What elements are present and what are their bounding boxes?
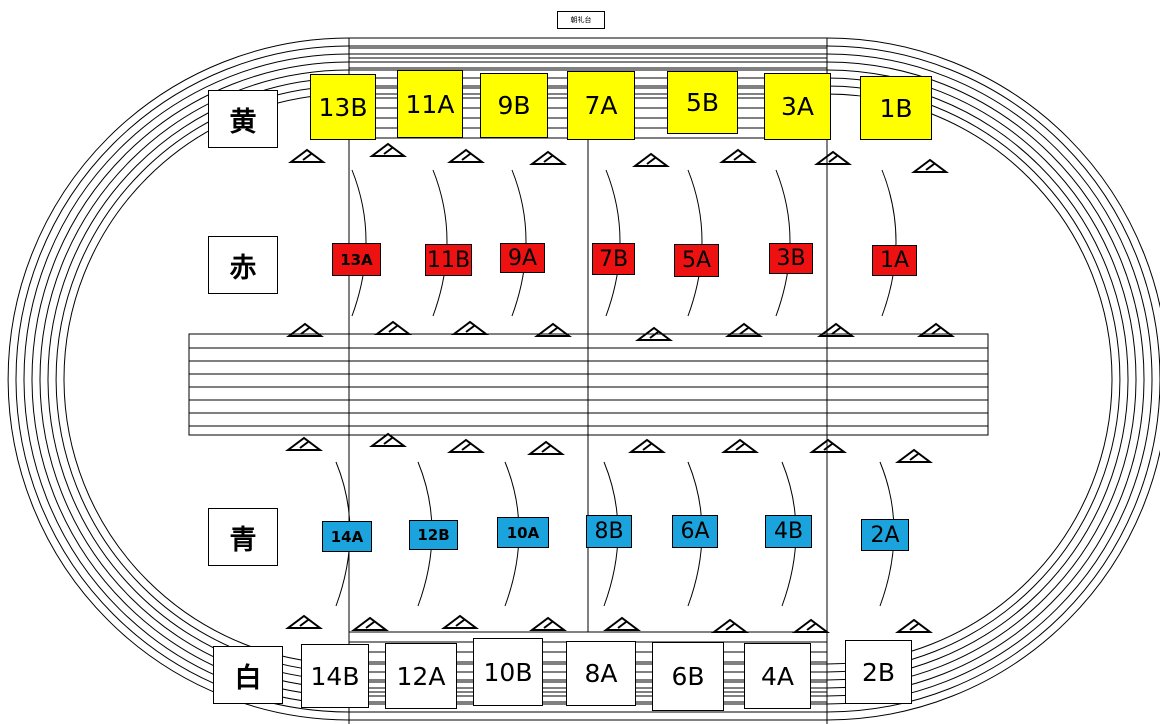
marker-triangle: [369, 142, 407, 157]
team-label-blue: 青: [208, 508, 278, 566]
class-box-white: 10B: [473, 638, 543, 706]
marker-triangle: [351, 616, 389, 631]
marker-triangle: [527, 440, 565, 455]
marker-triangle: [814, 150, 852, 165]
relay-arc: [687, 169, 703, 317]
class-box-red: 9A: [500, 243, 545, 273]
marker-triangle: [628, 438, 666, 453]
class-box-red: 11B: [425, 244, 472, 276]
class-box-white: 4A: [744, 643, 811, 709]
class-box-blue: 10A: [497, 517, 549, 548]
class-box-yellow: 9B: [480, 73, 548, 138]
marker-triangle: [635, 326, 673, 341]
marker-triangle: [374, 320, 412, 335]
team-label-white: 白: [213, 646, 283, 704]
class-box-blue: 8B: [586, 515, 632, 548]
class-box-blue: 4B: [765, 515, 812, 548]
class-box-yellow: 1B: [860, 76, 932, 140]
team-label-red: 赤: [208, 236, 278, 294]
marker-triangle: [285, 436, 323, 451]
marker-triangle: [529, 616, 567, 631]
class-box-red: 3B: [769, 243, 813, 274]
class-box-yellow: 7A: [567, 71, 635, 140]
relay-arc: [351, 169, 367, 317]
marker-triangle: [725, 322, 763, 337]
class-box-blue: 6A: [672, 515, 718, 548]
marker-triangle: [719, 148, 757, 163]
marker-triangle: [285, 614, 323, 629]
marker-triangle: [451, 320, 489, 335]
marker-triangle: [711, 618, 749, 633]
class-box-white: 2B: [845, 640, 912, 704]
class-box-yellow: 5B: [667, 71, 738, 134]
lane-line: [7, 37, 1160, 721]
class-box-red: 1A: [872, 245, 917, 276]
class-box-yellow: 11A: [397, 70, 463, 138]
marker-triangle: [529, 150, 567, 165]
relay-arc: [775, 169, 791, 317]
class-box-white: 6B: [652, 642, 724, 711]
marker-triangle: [895, 448, 933, 463]
class-box-yellow: 3A: [764, 73, 831, 140]
marker-triangle: [917, 322, 955, 337]
marker-triangle: [721, 438, 759, 453]
relay-arc: [881, 169, 897, 317]
marker-triangle: [809, 438, 847, 453]
relay-arc: [511, 169, 527, 317]
marker-triangle: [817, 322, 855, 337]
relay-arc: [605, 169, 621, 317]
marker-triangle: [911, 158, 949, 173]
class-box-white: 14B: [301, 644, 369, 708]
header-title: 朝礼台: [557, 11, 605, 29]
marker-triangle: [792, 618, 830, 633]
class-box-red: 7B: [592, 243, 635, 275]
marker-triangle: [286, 322, 324, 337]
marker-triangle: [447, 438, 485, 453]
class-box-yellow: 13B: [310, 74, 376, 140]
marker-triangle: [895, 618, 933, 633]
marker-triangle: [632, 152, 670, 167]
class-box-red: 5A: [674, 244, 719, 277]
team-label-yellow: 黄: [208, 90, 278, 148]
class-box-blue: 14A: [322, 521, 372, 552]
marker-triangle: [369, 432, 407, 447]
class-box-white: 8A: [566, 641, 636, 706]
marker-triangle: [534, 322, 572, 337]
marker-triangle: [603, 616, 641, 631]
class-box-red: 13A: [332, 243, 381, 276]
class-box-white: 12A: [385, 643, 457, 709]
marker-triangle: [288, 148, 326, 163]
class-box-blue: 12B: [409, 520, 458, 550]
class-box-blue: 2A: [861, 519, 909, 551]
center-strip: [188, 333, 989, 436]
marker-triangle: [447, 148, 485, 163]
relay-arc: [432, 169, 448, 317]
marker-triangle: [441, 614, 479, 629]
